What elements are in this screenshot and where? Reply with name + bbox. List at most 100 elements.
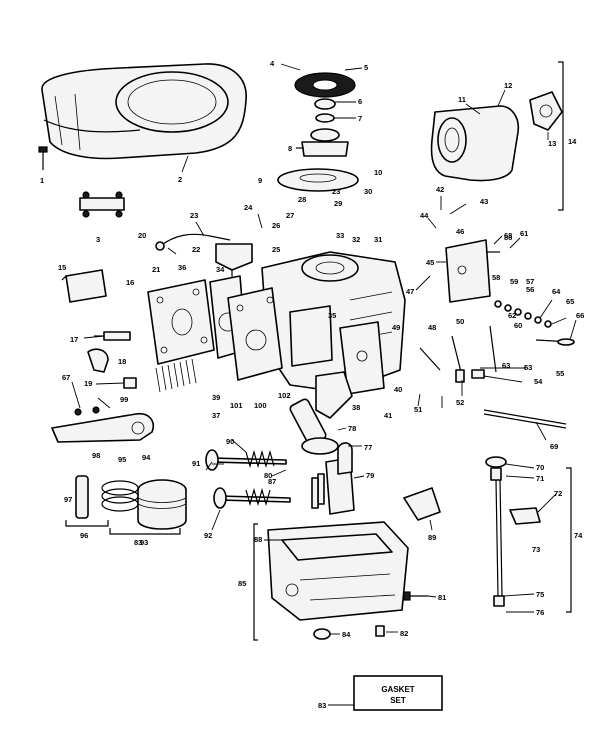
callout-18: 18 [118, 357, 126, 366]
flywheel[interactable] [277, 168, 359, 192]
callout-64: 64 [552, 287, 561, 296]
bracket-96 [65, 520, 109, 527]
oil-seal[interactable] [313, 628, 331, 640]
bracket-93 [109, 528, 181, 535]
callout-72: 72 [554, 489, 562, 498]
cylinder-head-right[interactable] [227, 287, 283, 381]
callout-1: 1 [40, 176, 44, 185]
callout-23b: 23 [332, 187, 340, 196]
callout-54: 54 [534, 377, 543, 386]
throttle-link[interactable] [535, 338, 575, 346]
callout-39: 39 [212, 393, 220, 402]
callout-35: 35 [328, 311, 336, 320]
callout-89: 89 [428, 533, 436, 542]
sump-plug[interactable] [375, 625, 385, 637]
callout-2: 2 [178, 175, 182, 184]
callout-20: 20 [138, 231, 146, 240]
callout-45: 45 [426, 258, 434, 267]
callout-73: 73 [532, 545, 540, 554]
callout-83: 83 [134, 538, 142, 547]
spark-plug[interactable] [94, 331, 131, 341]
connecting-rod[interactable] [51, 406, 154, 443]
callout-53: 53 [524, 363, 532, 372]
callout-17: 17 [70, 335, 78, 344]
callout-30: 30 [364, 187, 372, 196]
blower-housing[interactable] [41, 63, 247, 160]
ignition-armature[interactable] [61, 269, 107, 303]
piston-pin[interactable] [75, 475, 89, 519]
callout-22: 22 [192, 245, 200, 254]
screen-bracket[interactable] [79, 191, 125, 218]
callout-98: 98 [92, 451, 100, 460]
camshaft[interactable] [325, 442, 355, 515]
air-cleaner-cover[interactable] [430, 105, 520, 182]
governor-lever[interactable] [419, 335, 465, 383]
sump-bolt[interactable] [403, 591, 428, 601]
starter-clutch[interactable] [296, 128, 349, 157]
air-cleaner-gasket[interactable] [529, 91, 563, 131]
intake-valve[interactable] [213, 487, 291, 509]
callout-32: 32 [352, 235, 360, 244]
piston[interactable] [137, 479, 187, 530]
valve-cover[interactable] [339, 321, 385, 395]
callout-51: 51 [414, 405, 422, 414]
breather-tube[interactable] [155, 233, 231, 251]
callout-100: 100 [254, 401, 267, 410]
callout-11: 11 [458, 95, 466, 104]
crankshaft[interactable] [289, 371, 353, 455]
valve-spring-upper[interactable] [245, 449, 275, 469]
rotating-screen[interactable] [294, 72, 356, 98]
callout-labels: 1 2 3 4 5 6 7 8 9 10 11 12 13 14 15 16 1… [40, 59, 584, 639]
callout-26: 26 [272, 221, 280, 230]
callout-92: 92 [204, 531, 212, 540]
callout-99: 99 [120, 395, 128, 404]
governor-rod[interactable] [483, 409, 567, 429]
fan-nut[interactable] [315, 113, 335, 123]
callout-58: 58 [492, 273, 500, 282]
callout-85: 85 [238, 579, 246, 588]
callout-79: 79 [366, 471, 374, 480]
screen-retainer[interactable] [314, 98, 336, 110]
callout-43: 43 [480, 197, 488, 206]
bracket-14 [558, 61, 564, 211]
cylinder-head-left[interactable] [147, 279, 215, 365]
spark-plug-wrench[interactable] [87, 348, 109, 373]
callout-24: 24 [244, 203, 253, 212]
oil-drain-plug[interactable] [123, 377, 137, 389]
callout-93: 93 [140, 538, 148, 547]
callout-68: 68 [504, 231, 512, 240]
callout-55: 55 [556, 369, 564, 378]
linkage-spring[interactable] [471, 325, 497, 379]
piston-rings[interactable] [101, 480, 139, 512]
leader-lines [71, 63, 577, 635]
callout-75: 75 [536, 590, 544, 599]
callout-81: 81 [438, 593, 446, 602]
callout-47: 47 [406, 287, 414, 296]
callout-84: 84 [342, 630, 351, 639]
callout-102: 102 [278, 391, 291, 400]
callout-5: 5 [364, 63, 368, 72]
callout-21: 21 [152, 265, 160, 274]
callout-25: 25 [272, 245, 280, 254]
callout-94: 94 [142, 453, 151, 462]
fuel-tank-bracket[interactable] [215, 243, 253, 282]
blower-screw[interactable] [38, 146, 48, 170]
cylinder-block[interactable] [261, 251, 406, 393]
engine-sump[interactable] [267, 521, 409, 621]
callout-29: 29 [334, 199, 342, 208]
callout-67: 67 [62, 373, 70, 382]
carburetor-bracket[interactable] [445, 239, 500, 303]
control-spring-stack[interactable] [494, 300, 552, 328]
valve-spring-lower[interactable] [245, 487, 271, 507]
callout-76: 76 [536, 608, 544, 617]
callout-37: 37 [212, 411, 220, 420]
callout-86: 86 [504, 233, 512, 242]
callout-95: 95 [118, 455, 126, 464]
governor-crank[interactable] [403, 487, 441, 521]
callout-87: 87 [268, 477, 276, 486]
gasket-set-box[interactable]: GASKET SET 83 [318, 675, 443, 711]
oil-fill-tube[interactable] [485, 456, 507, 607]
tappets[interactable] [311, 473, 325, 509]
oil-fill-bracket[interactable] [509, 507, 541, 525]
